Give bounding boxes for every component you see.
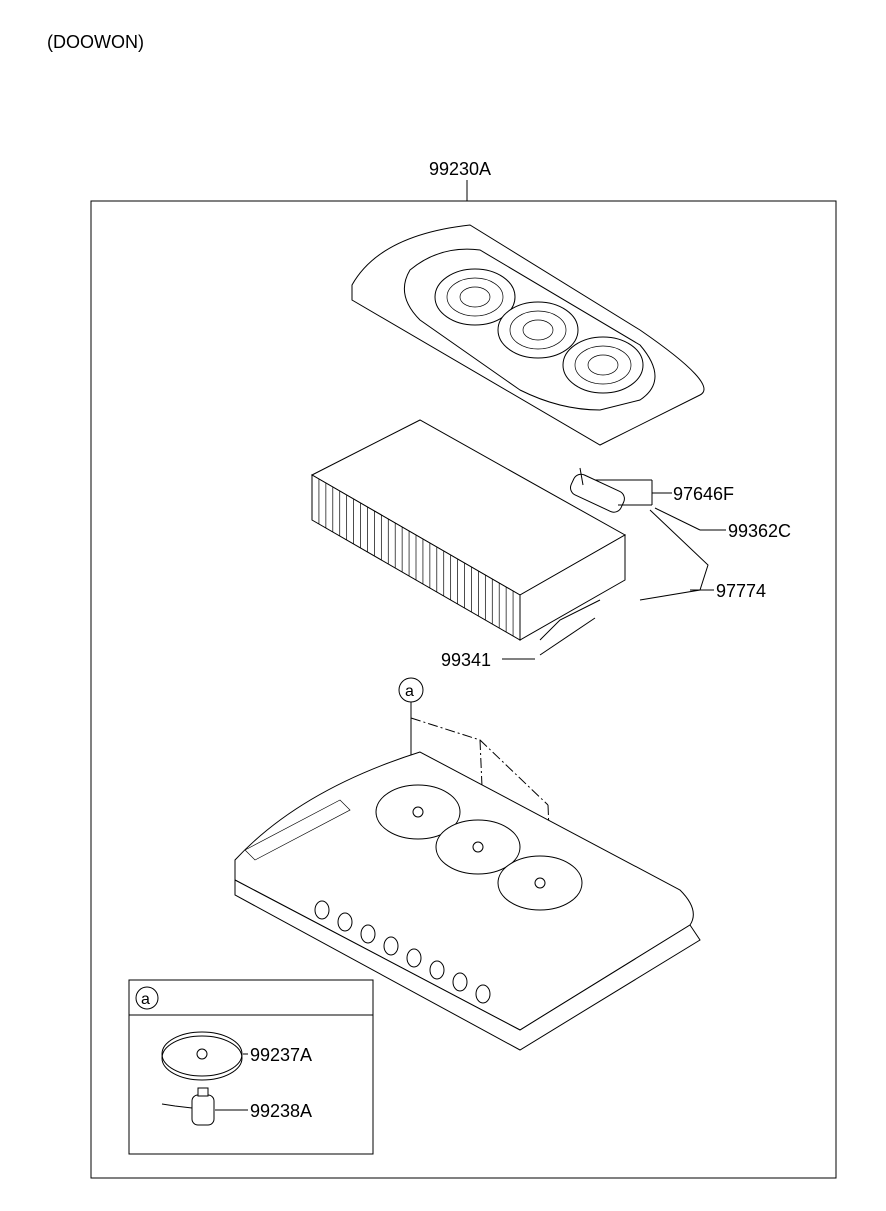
pipe-assembly bbox=[539, 507, 709, 656]
fan-grille bbox=[562, 336, 644, 394]
vent-hole bbox=[337, 912, 353, 932]
variant-note: (DOOWON) bbox=[47, 32, 144, 52]
vent-hole bbox=[475, 984, 491, 1004]
callout-99362C[interactable]: 99362C bbox=[728, 521, 791, 541]
top-cover bbox=[351, 224, 705, 446]
detail-99237A[interactable]: 99237A bbox=[250, 1045, 312, 1065]
fan bbox=[375, 784, 461, 840]
callout-97646F[interactable]: 97646F bbox=[673, 484, 734, 504]
fan-grille bbox=[497, 301, 579, 359]
detail-99238A[interactable]: 99238A bbox=[250, 1101, 312, 1121]
lower-housing bbox=[234, 751, 701, 1051]
fan bbox=[435, 819, 521, 875]
vent-hole bbox=[406, 948, 422, 968]
detail-box bbox=[128, 979, 374, 1155]
vent-hole bbox=[452, 972, 468, 992]
vent-hole bbox=[383, 936, 399, 956]
vent-hole bbox=[429, 960, 445, 980]
fan-grille bbox=[434, 268, 516, 326]
vent-hole bbox=[314, 900, 330, 920]
detail-marker-circle bbox=[135, 986, 159, 1010]
fan-motor-part bbox=[161, 1087, 215, 1126]
callout-97774[interactable]: 97774 bbox=[716, 581, 766, 601]
condenser-core bbox=[310, 419, 627, 641]
detail-marker-label: a bbox=[141, 991, 150, 1008]
vent-hole bbox=[360, 924, 376, 944]
fan-blade-part bbox=[161, 1031, 243, 1081]
callout-99341[interactable]: 99341 bbox=[441, 650, 491, 670]
fan bbox=[497, 855, 583, 911]
reference-marker-label[interactable]: a bbox=[405, 683, 414, 700]
assembly-part-number[interactable]: 99230A bbox=[429, 159, 491, 179]
assembly-frame bbox=[90, 200, 837, 1179]
